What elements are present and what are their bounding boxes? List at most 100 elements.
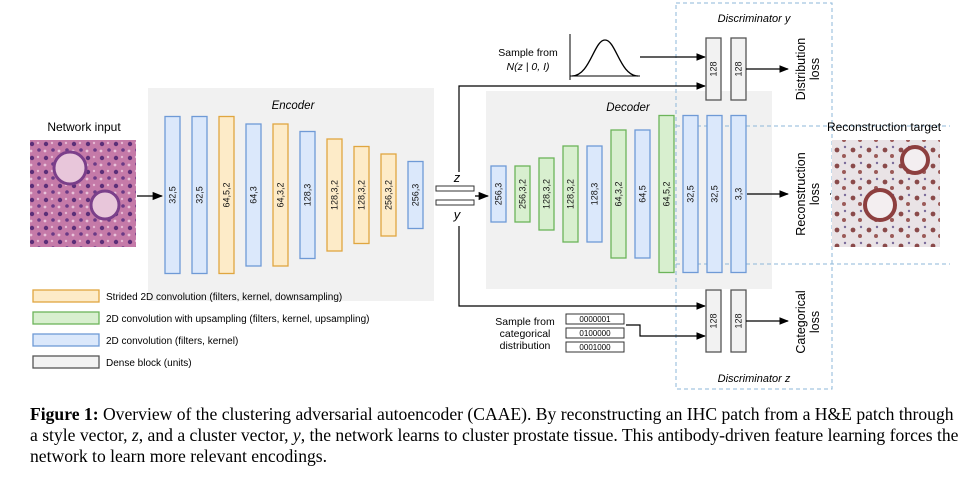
encoder-block-label: 128,3,2 bbox=[330, 180, 340, 210]
dense-z-block: 128 bbox=[730, 289, 747, 353]
dense-z-block: 128 bbox=[705, 289, 722, 353]
decoder-block-label: 3,3 bbox=[734, 188, 744, 201]
decoder-block-rect bbox=[514, 165, 531, 223]
reconstruction-target-label: Reconstruction target bbox=[827, 120, 942, 134]
decoder-block-label: 64,5 bbox=[638, 185, 648, 203]
encoder-block: 128,3 bbox=[299, 130, 316, 260]
encoder-block-rect bbox=[407, 160, 424, 230]
encoder-block: 128,3,2 bbox=[353, 145, 370, 245]
encoder-title: Encoder bbox=[272, 100, 316, 112]
encoder-block-label: 128,3 bbox=[303, 184, 313, 207]
encoder-block: 64,3 bbox=[245, 123, 262, 267]
discriminator-y-dense: 128 128 bbox=[705, 37, 747, 101]
decoder-panel bbox=[486, 91, 772, 289]
distribution-loss-line1: Distribution bbox=[794, 38, 808, 101]
categorical-loss-line1: Categorical bbox=[794, 290, 808, 353]
latent-y-label: y bbox=[453, 207, 462, 222]
sample-normal-line1: Sample from bbox=[498, 47, 558, 59]
distribution-loss-line2: loss bbox=[808, 58, 822, 80]
dense-y-block: 128 bbox=[705, 37, 722, 101]
discriminator-z-dense: 128 128 bbox=[705, 289, 747, 353]
network-input-label: Network input bbox=[47, 120, 121, 134]
gland-shape bbox=[900, 145, 930, 175]
dense-y-block-rect bbox=[705, 37, 722, 101]
decoder-block-rect bbox=[706, 114, 723, 274]
legend-label: 2D convolution with upsampling (filters,… bbox=[106, 314, 369, 325]
latent-y-bar bbox=[435, 199, 475, 206]
onehot-value: 0000001 bbox=[579, 315, 611, 324]
encoder-block-rect bbox=[164, 115, 181, 275]
decoder-title: Decoder bbox=[606, 102, 651, 114]
sample-cat-line3: distribution bbox=[500, 340, 551, 352]
legend-label: Dense block (units) bbox=[106, 358, 192, 369]
decoder-block-label: 64,5,2 bbox=[662, 181, 672, 206]
encoder-block: 64,3,2 bbox=[272, 123, 289, 267]
caption-var-z: z bbox=[131, 425, 139, 445]
dense-y-block: 128 bbox=[730, 37, 747, 101]
encoder-block: 32,5 bbox=[164, 115, 181, 275]
latent-z-label: z bbox=[453, 170, 461, 185]
decoder-block: 128,3 bbox=[586, 145, 603, 243]
gland-shape bbox=[89, 189, 121, 221]
sample-normal-line2: N(z | 0, I) bbox=[507, 61, 550, 73]
dense-y-block-label: 128 bbox=[734, 61, 744, 76]
sample-cat-line2: categorical bbox=[500, 328, 551, 340]
encoder-block-rect bbox=[353, 145, 370, 245]
encoder-block-label: 64,5,2 bbox=[222, 182, 232, 207]
decoder-block-rect bbox=[610, 129, 627, 259]
dense-y-block-label: 128 bbox=[709, 61, 719, 76]
encoder-block: 64,5,2 bbox=[218, 115, 235, 275]
figure-caption: Figure 1: Overview of the clustering adv… bbox=[30, 404, 960, 467]
encoder-block: 256,3 bbox=[407, 160, 424, 230]
encoder-block-rect bbox=[326, 138, 343, 252]
decoder-block: 128,3,2 bbox=[538, 157, 555, 231]
latent-z-bar bbox=[435, 185, 475, 192]
decoder-block: 64,5,2 bbox=[658, 114, 675, 274]
decoder-block: 64,3,2 bbox=[610, 129, 627, 259]
dense-z-block-label: 128 bbox=[734, 313, 744, 328]
onehot-box bbox=[565, 341, 625, 353]
discriminator-z-title: Discriminator z bbox=[718, 373, 791, 385]
encoder-block: 32,5 bbox=[191, 115, 208, 275]
categorical-loss-line2: loss bbox=[808, 311, 822, 333]
encoder-blocks: 32,5 32,5 64,5,2 64,3 64,3,2 128,3 128,3,2 128,… bbox=[164, 115, 424, 275]
legend-swatch bbox=[32, 311, 100, 325]
encoder-block-label: 256,3 bbox=[411, 184, 421, 207]
decoder-block-rect bbox=[562, 145, 579, 243]
decoder-block: 64,5 bbox=[634, 129, 651, 259]
encoder-block-rect bbox=[191, 115, 208, 275]
gland-shape bbox=[52, 150, 88, 186]
decoder-block-label: 32,5 bbox=[686, 185, 696, 203]
encoder-block: 128,3,2 bbox=[326, 138, 343, 252]
caption-var-y: y bbox=[292, 425, 301, 445]
decoder-block-rect bbox=[586, 145, 603, 243]
caae-diagram: Encoder Decoder Discriminator y Discrimi… bbox=[30, 2, 950, 390]
encoder-block-rect bbox=[299, 130, 316, 260]
decoder-block-label: 128,3 bbox=[590, 183, 600, 206]
decoder-block-label: 64,3,2 bbox=[614, 181, 624, 206]
legend-label: Strided 2D convolution (filters, kernel,… bbox=[106, 292, 342, 303]
decoder-block: 128,3,2 bbox=[562, 145, 579, 243]
decoder-block-rect bbox=[538, 157, 555, 231]
decoder-block: 32,5 bbox=[706, 114, 723, 274]
onehot-box bbox=[565, 327, 625, 339]
dense-z-block-rect bbox=[705, 289, 722, 353]
caption-text-3: , the network learns to cluster prostate… bbox=[30, 425, 959, 466]
sample-cat-line1: Sample from bbox=[495, 316, 555, 328]
decoder-block-label: 128,3,2 bbox=[542, 179, 552, 209]
reconstruction-loss-line2: loss bbox=[808, 183, 822, 205]
legend-swatch bbox=[32, 355, 100, 369]
decoder-block-rect bbox=[634, 129, 651, 259]
caption-text-2: , and a cluster vector, bbox=[138, 425, 293, 445]
y-to-discriminator-z-arrow bbox=[458, 226, 706, 310]
categorical-to-discriminator-z-arrow bbox=[626, 324, 706, 340]
onehot-value: 0100000 bbox=[579, 329, 611, 338]
encoder-block-label: 32,5 bbox=[168, 186, 178, 204]
encoder-block-rect bbox=[245, 123, 262, 267]
decoder-block-label: 128,3,2 bbox=[566, 179, 576, 209]
encoder-block-rect bbox=[272, 123, 289, 267]
decoder-block: 32,5 bbox=[682, 114, 699, 274]
dense-z-block-label: 128 bbox=[709, 313, 719, 328]
gaussian-curve-icon bbox=[571, 39, 639, 77]
